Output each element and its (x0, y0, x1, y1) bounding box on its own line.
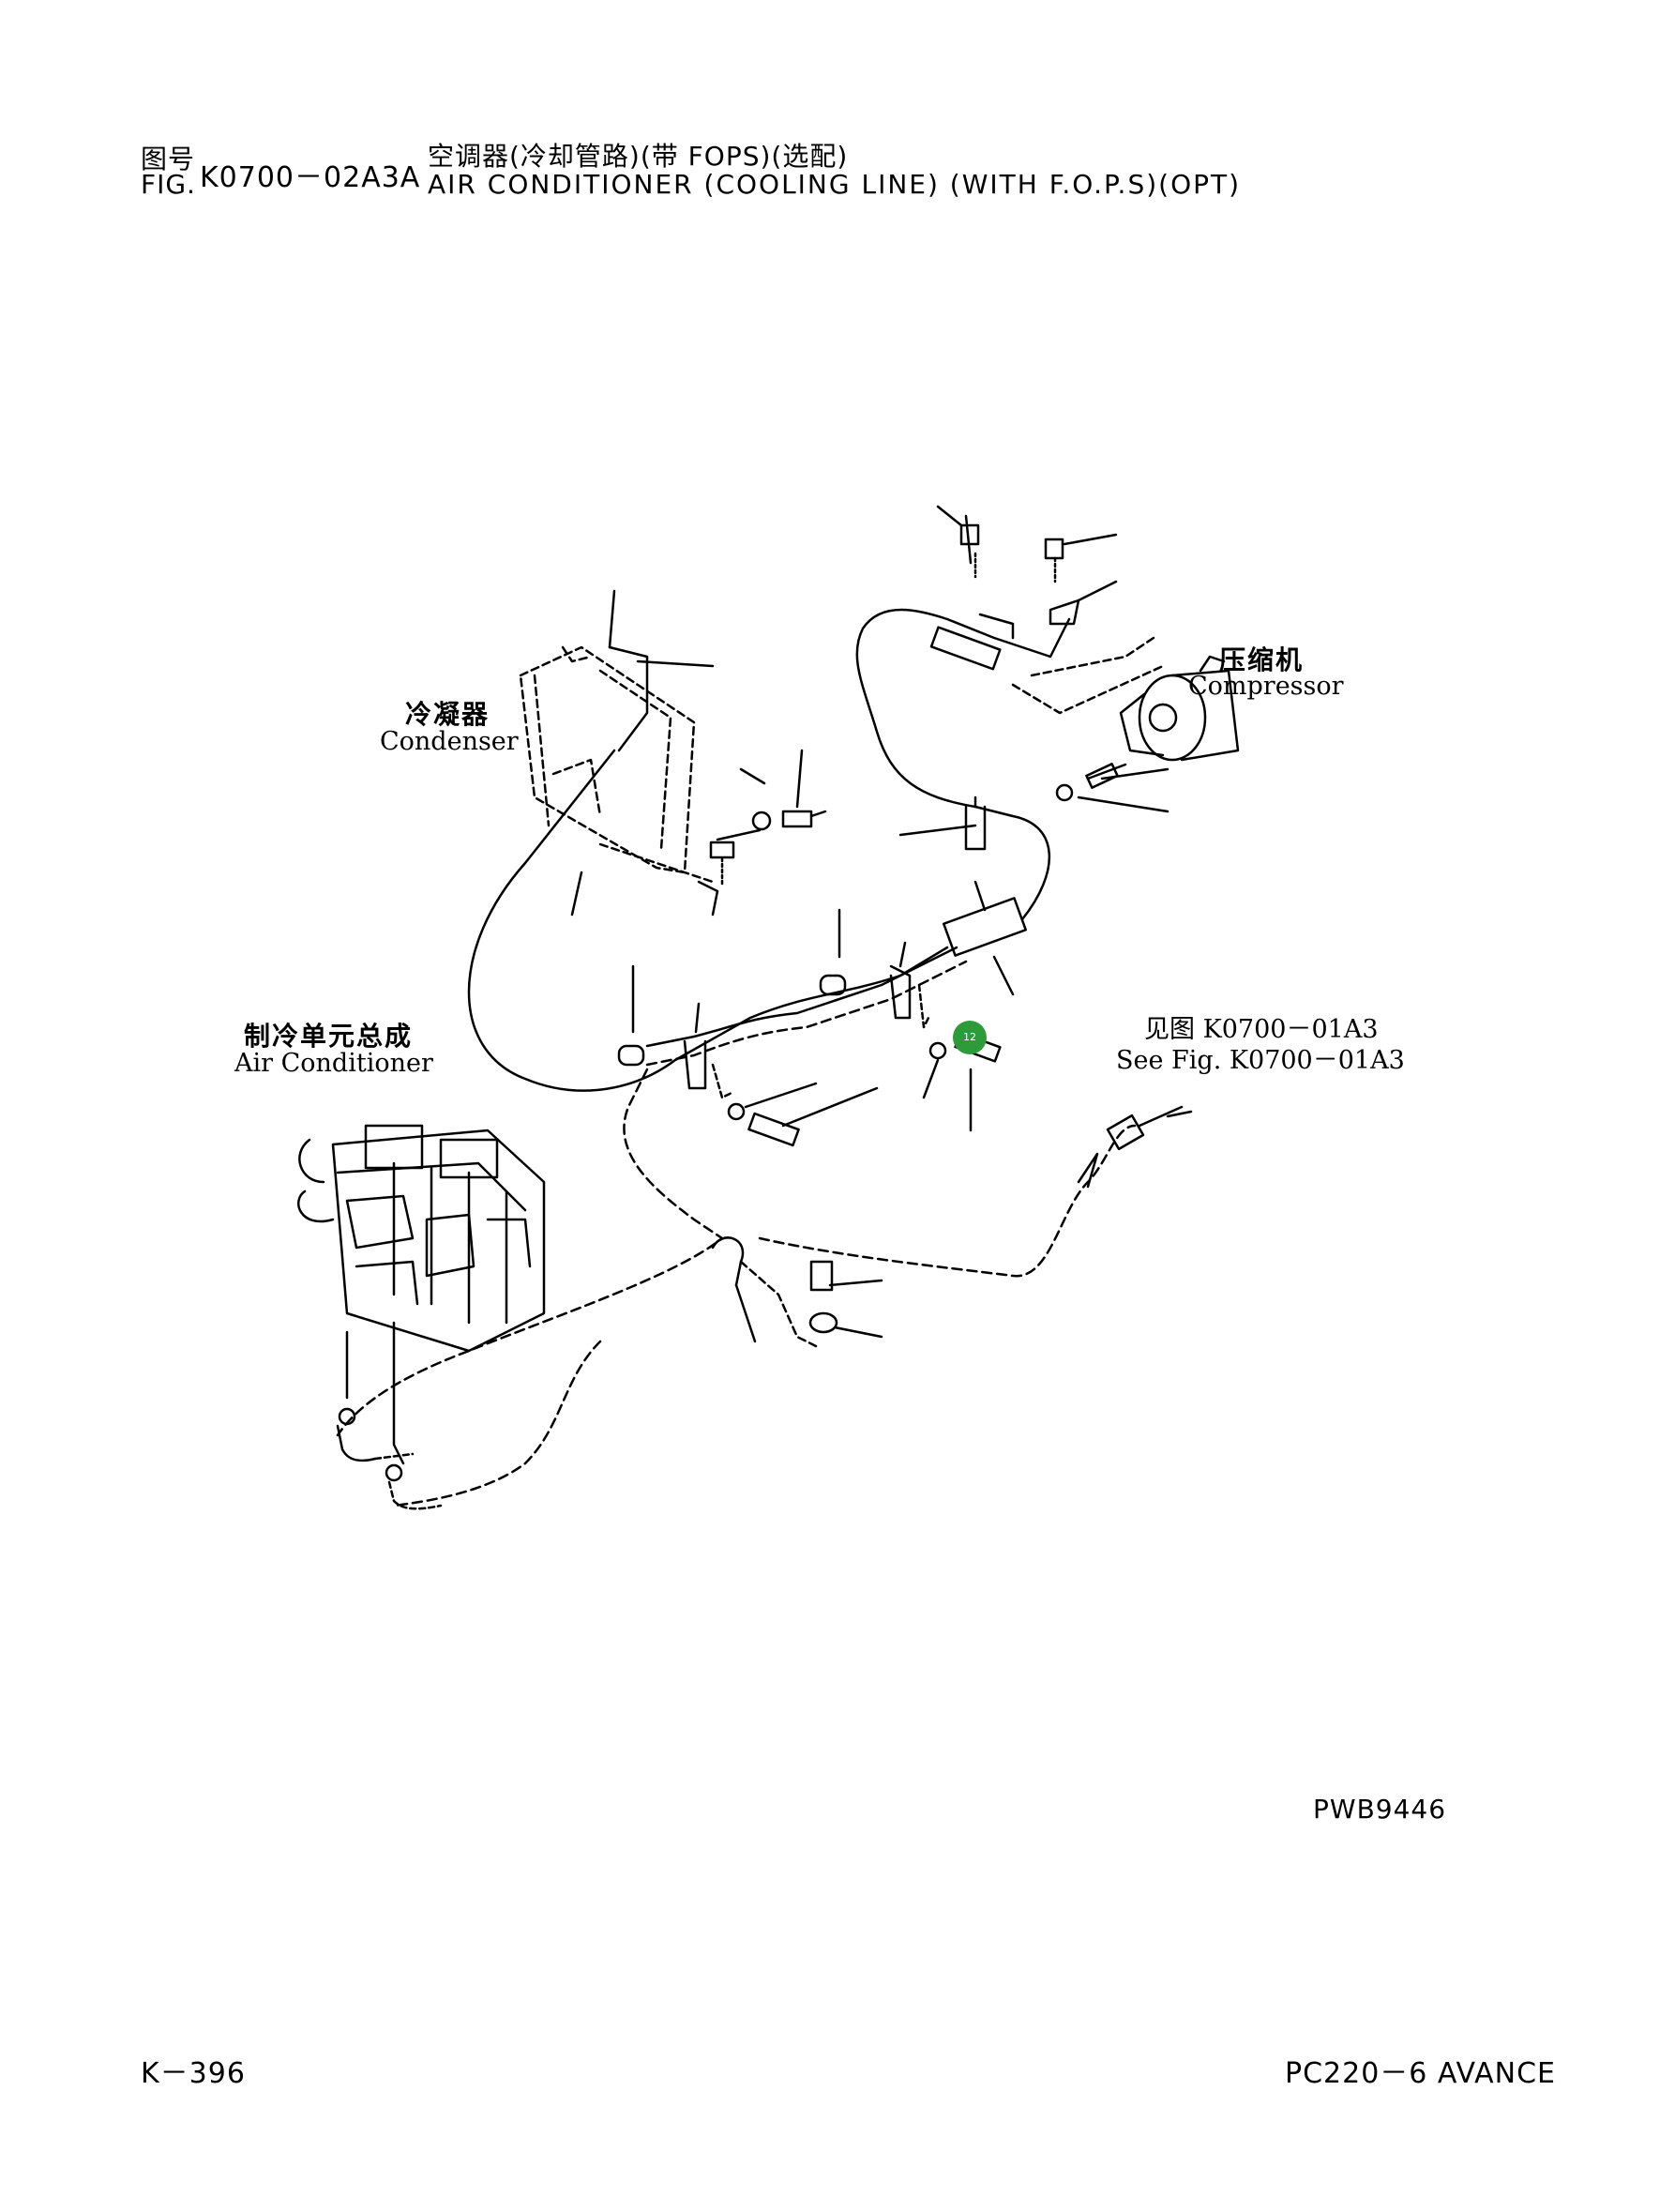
air-conditioner-drawing (297, 1124, 546, 1353)
air-conditioner-label-en: Air Conditioner (234, 1049, 433, 1078)
see-fig-label-en: See Fig. K0700－01A3 (1116, 1046, 1405, 1075)
title-cn: 空调器(冷却管路)(带 FOPS)(选配) (428, 141, 849, 172)
air-conditioner-label-cn: 制冷单元总成 (244, 1021, 414, 1052)
model-name: PC220－6 AVANCE (1285, 2057, 1556, 2090)
compressor-drawing (1119, 655, 1240, 762)
callout-marker[interactable]: 12 (953, 1021, 987, 1054)
figure-number: K0700－02A3A (200, 161, 421, 194)
condenser-label-cn: 冷凝器 (405, 699, 490, 730)
title-en: AIR CONDITIONER (COOLING LINE) (WITH F.O… (428, 169, 1242, 200)
page-number: K－396 (141, 2057, 246, 2090)
compressor-label-cn: 压缩机 (1219, 644, 1305, 675)
fig-prefix-en: FIG. (141, 169, 196, 200)
drawing-code: PWB9446 (1313, 1794, 1447, 1825)
see-fig-label-cn: 见图 K0700－01A3 (1144, 1015, 1379, 1044)
condenser-label-en: Condenser (380, 727, 519, 756)
compressor-label-en: Compressor (1188, 672, 1344, 701)
fig-prefix-cn: 图号 (141, 144, 196, 174)
